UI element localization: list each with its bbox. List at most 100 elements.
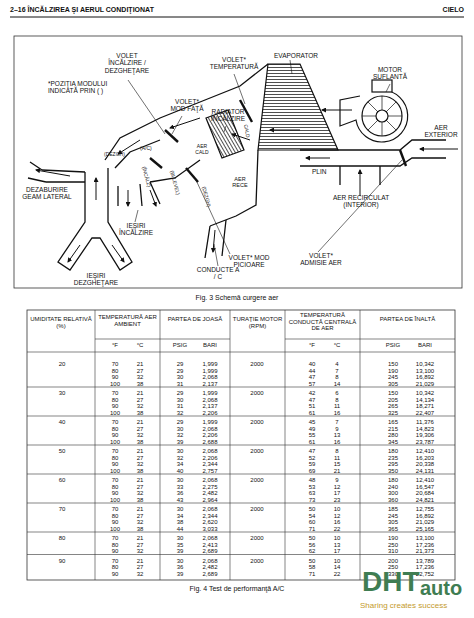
part-label: VOLET* TEMPERATURĂ — [207, 56, 261, 71]
table-cell: 27 — [122, 542, 158, 549]
table-cell: 27 — [122, 564, 158, 571]
table-cell: 265 — [375, 403, 411, 410]
table-cell: 100 — [97, 439, 133, 446]
table-cell: 21 — [122, 361, 158, 368]
table-cell: 2000 — [237, 506, 277, 513]
table-cell: 2,688 — [192, 439, 228, 446]
table-cell: 245 — [375, 374, 411, 381]
table-header: TEMPERATURĂ CONDUCTĂ CENTRALĂ DE AER — [287, 312, 358, 332]
table-cell: 17 — [319, 548, 355, 555]
table-cell: 39 — [162, 548, 198, 555]
table-cell: 10 — [319, 558, 355, 565]
table-cell: 70 — [97, 448, 133, 455]
table-cell: 90 — [97, 461, 133, 468]
table-cell: 250 — [375, 542, 411, 549]
table-cell: 10 — [319, 535, 355, 542]
table-cell: 24,131 — [407, 468, 443, 475]
table-cell: 38 — [162, 519, 198, 526]
table-cell: 29 — [162, 419, 198, 426]
table-cell: 50 — [294, 558, 330, 565]
part-label: (DEZGH) — [201, 186, 212, 208]
table-cell: 12,410 — [407, 448, 443, 455]
table-cell: 325 — [375, 410, 411, 417]
table-cell: 80 — [97, 484, 133, 491]
blower-motor-part — [362, 96, 402, 136]
part-label: DEZABURIRE GEAM LATERAL — [18, 186, 76, 201]
table-cell: 90 — [97, 374, 133, 381]
table-grid-part — [27, 532, 455, 533]
table-grid-part — [27, 554, 455, 555]
air-door-part — [400, 150, 406, 166]
table-cell: 49 — [294, 426, 330, 433]
table-cell: 12,410 — [407, 477, 443, 484]
table-cell: 39 — [162, 571, 198, 578]
table-cell: 14 — [319, 564, 355, 571]
flow-arrow-part — [270, 130, 300, 131]
table-header: PSIG — [381, 342, 405, 349]
table-cell: 21 — [122, 535, 158, 542]
flow-arrow-part — [68, 245, 80, 262]
table-cell: 44 — [294, 368, 330, 375]
table-cell: 3,033 — [192, 526, 228, 533]
air-case-part — [28, 162, 85, 182]
flow-arrow-part — [150, 190, 156, 206]
table-cell: 16,203 — [407, 455, 443, 462]
table-cell: 38 — [122, 410, 158, 417]
table-cell: 21 — [122, 506, 158, 513]
table-cell: 2,482 — [192, 564, 228, 571]
table-cell: 60 — [294, 519, 330, 526]
table-cell: 14,134 — [407, 397, 443, 404]
table-cell: 1,999 — [192, 368, 228, 375]
table-cell: 80 — [97, 426, 133, 433]
table-grid-part — [27, 474, 455, 475]
table-cell: 71 — [294, 526, 330, 533]
table-cell: 25,165 — [407, 526, 443, 533]
table-cell: 180 — [375, 448, 411, 455]
table-cell: 2000 — [237, 419, 277, 426]
table-cell: 20,684 — [407, 490, 443, 497]
table-cell: 36 — [162, 490, 198, 497]
table-cell: 32 — [122, 490, 158, 497]
table-cell: 16 — [319, 410, 355, 417]
table-cell: 32 — [122, 403, 158, 410]
table-cell: 54 — [294, 513, 330, 520]
part-label: CALD — [242, 124, 250, 138]
table-cell: 22 — [319, 526, 355, 533]
air-door-part — [186, 168, 198, 182]
table-cell: 47 — [294, 397, 330, 404]
table-cell: 33 — [162, 484, 198, 491]
table-cell: 32 — [122, 432, 158, 439]
flow-arrow-part — [420, 149, 458, 150]
table-cell: 40 — [42, 419, 82, 426]
table-cell: 345 — [375, 439, 411, 446]
table-cell: 27 — [122, 397, 158, 404]
table-cell: 100 — [97, 381, 133, 388]
table-cell: 30 — [162, 506, 198, 513]
table-cell: 2,344 — [192, 461, 228, 468]
table-cell: 30 — [42, 390, 82, 397]
table-cell: 29 — [162, 390, 198, 397]
table-cell: 27 — [122, 426, 158, 433]
table-cell: 16,892 — [407, 513, 443, 520]
part-label: PLIN — [312, 168, 326, 175]
table-cell: 2,137 — [192, 403, 228, 410]
table-cell: 80 — [97, 564, 133, 571]
table-cell: 36 — [162, 564, 198, 571]
air-case-part — [105, 64, 268, 160]
figure-frame — [14, 36, 462, 580]
table-cell: 32 — [162, 410, 198, 417]
table-cell: 50 — [294, 535, 330, 542]
table-cell: 16 — [319, 439, 355, 446]
table-cell: 2,068 — [192, 426, 228, 433]
flow-arrow — [36, 110, 458, 262]
table-header: °C — [325, 342, 349, 349]
table-cell: 70 — [97, 535, 133, 542]
table-cell: 70 — [97, 477, 133, 484]
table-cell: 11,376 — [407, 419, 443, 426]
table-cell: 2,689 — [192, 548, 228, 555]
table-cell: 300 — [375, 490, 411, 497]
table-cell: 21,029 — [407, 519, 443, 526]
table-cell: 30 — [162, 558, 198, 565]
table-cell: 13 — [319, 432, 355, 439]
